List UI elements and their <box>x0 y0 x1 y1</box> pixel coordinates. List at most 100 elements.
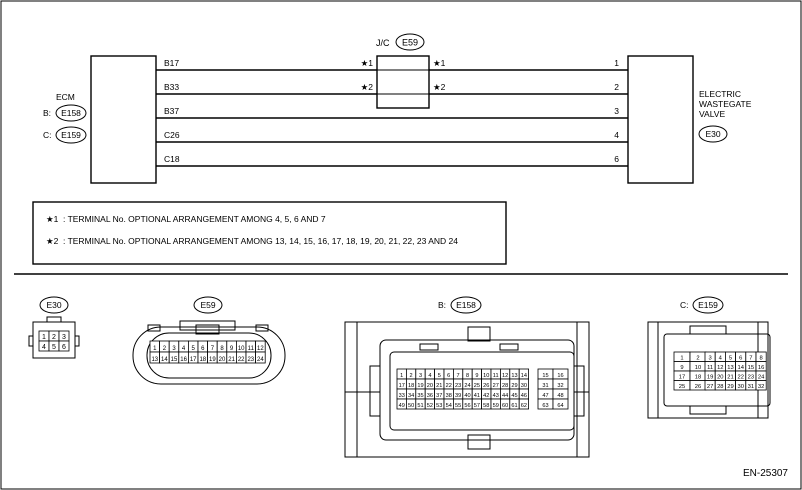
ecm-c-connector-code: E159 <box>61 130 81 140</box>
terminal-number: 18 <box>695 375 701 381</box>
terminal-number: 6 <box>201 346 205 352</box>
e159-label-code: E159 <box>698 300 718 310</box>
terminal-number: 16 <box>557 373 563 379</box>
terminal-number: 41 <box>474 393 480 399</box>
terminal-number: 49 <box>399 403 405 409</box>
terminal-number: 14 <box>737 365 744 371</box>
terminal-number: 50 <box>408 403 414 409</box>
terminal-number: 7 <box>457 373 460 379</box>
terminal-number: 29 <box>727 384 733 390</box>
ecm-pin-label: C18 <box>164 154 180 164</box>
valve-connector-code: E30 <box>705 129 720 139</box>
terminal-number: 29 <box>511 383 517 389</box>
valve-pin-label: 6 <box>614 154 619 164</box>
terminal-number: 57 <box>474 403 480 409</box>
terminal-number: 18 <box>408 383 414 389</box>
connector-housing <box>576 321 590 458</box>
terminal-number: 3 <box>172 346 176 352</box>
terminal-number: 9 <box>680 365 683 371</box>
terminal-number: 26 <box>483 383 489 389</box>
connector-housing <box>195 324 220 335</box>
terminal-number: 16 <box>758 365 764 371</box>
terminal-number: 27 <box>707 384 713 390</box>
terminal-number: 56 <box>464 403 470 409</box>
ecm-title: ECM <box>56 92 75 102</box>
note-mark: ★1 <box>46 214 59 224</box>
valve-pin-label: 4 <box>614 130 619 140</box>
terminal-number: 1 <box>400 373 403 379</box>
terminal-number: 20 <box>427 383 433 389</box>
terminal-number: 58 <box>483 403 489 409</box>
e159-prefix: C: <box>680 300 689 310</box>
ecm-box <box>90 55 157 184</box>
jc-pin-mark-right: ★2 <box>433 82 446 92</box>
terminal-number: 13 <box>727 365 733 371</box>
jc-pin-mark-left: ★2 <box>361 82 374 92</box>
terminal-number: 9 <box>475 373 478 379</box>
jc-box <box>376 55 430 109</box>
terminal-number: 15 <box>542 373 548 379</box>
terminal-number: 12 <box>717 365 723 371</box>
terminal-number: 2 <box>410 373 413 379</box>
e30-label-badge <box>39 296 69 314</box>
terminal-number: 1 <box>42 334 46 341</box>
terminal-number: 12 <box>257 346 264 352</box>
terminal-number: 19 <box>417 383 423 389</box>
connector-housing <box>467 434 491 450</box>
terminal-number: 52 <box>427 403 433 409</box>
connector-housing <box>419 343 439 351</box>
terminal-number: 2 <box>52 334 56 341</box>
e158-label-code: E158 <box>456 300 476 310</box>
notes-box <box>32 201 507 265</box>
jc-pin-mark-left: ★1 <box>361 58 374 68</box>
terminal-number: 51 <box>417 403 423 409</box>
terminal-number: 17 <box>190 357 197 363</box>
connector-housing <box>132 326 286 385</box>
valve-pin-label: 1 <box>614 58 619 68</box>
terminal-number: 40 <box>464 393 470 399</box>
terminal-number: 21 <box>727 375 733 381</box>
terminal-number: 7 <box>211 346 215 352</box>
terminal-number: 11 <box>707 365 713 371</box>
note-text: : TERMINAL No. OPTIONAL ARRANGEMENT AMON… <box>63 236 458 246</box>
connector-housing <box>467 326 491 342</box>
terminal-number: 63 <box>542 403 548 409</box>
terminal-number: 1 <box>680 356 683 362</box>
e159-label-badge <box>692 296 724 314</box>
terminal-number: 5 <box>52 344 56 351</box>
connector-housing <box>74 335 80 347</box>
terminal-number: 2 <box>163 346 167 352</box>
valve-title-line2: WASTEGATE <box>699 99 752 109</box>
ecm-c-prefix: C: <box>43 130 52 140</box>
connector-housing <box>255 324 269 332</box>
terminal-number: 26 <box>695 384 701 390</box>
terminal-number: 1 <box>153 346 157 352</box>
connector-housing <box>46 316 62 323</box>
terminal-number: 42 <box>483 393 489 399</box>
ecm-pin-label: B33 <box>164 82 179 92</box>
terminal-number: 10 <box>483 373 489 379</box>
terminal-number: 10 <box>695 365 701 371</box>
ecm-pin-label: C26 <box>164 130 180 140</box>
terminal-number: 21 <box>436 383 442 389</box>
terminal-number: 28 <box>502 383 508 389</box>
terminal-cell <box>255 351 266 364</box>
terminal-number: 6 <box>62 344 66 351</box>
terminal-number: 11 <box>248 346 255 352</box>
terminal-number: 22 <box>737 375 743 381</box>
terminal-number: 24 <box>758 375 765 381</box>
terminal-number: 18 <box>199 357 206 363</box>
e59-label-badge <box>193 296 223 314</box>
terminal-number: 8 <box>466 373 469 379</box>
terminal-number: 30 <box>737 384 743 390</box>
terminal-number: 44 <box>502 393 508 399</box>
terminal-number: 7 <box>749 356 752 362</box>
terminal-number: 4 <box>42 344 46 351</box>
terminal-number: 2 <box>696 356 699 362</box>
terminal-cell <box>552 398 569 410</box>
terminal-number: 35 <box>417 393 423 399</box>
terminal-number: 9 <box>230 346 234 352</box>
terminal-number: 15 <box>748 365 754 371</box>
e59-label-code: E59 <box>200 300 215 310</box>
